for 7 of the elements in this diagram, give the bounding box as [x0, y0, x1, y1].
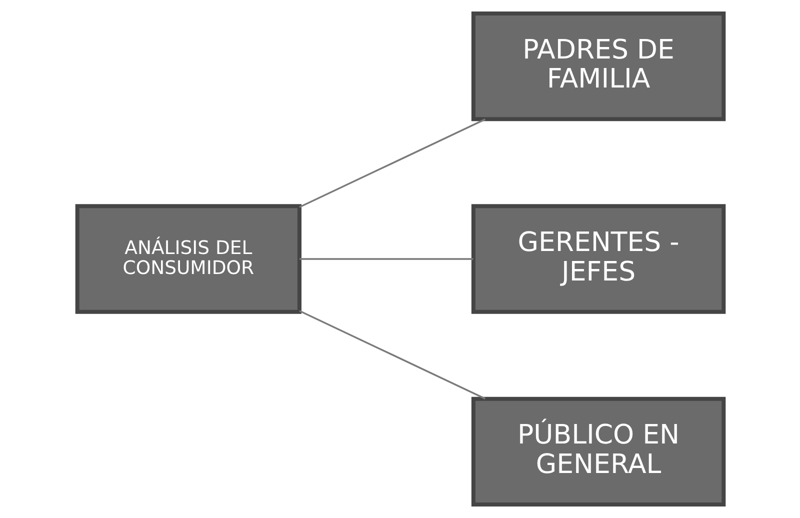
connector	[298, 310, 486, 400]
node-box: ANÁLISIS DEL CONSUMIDOR	[74, 204, 301, 314]
node-box: PADRES DE FAMILIA	[470, 11, 726, 122]
node-box: GERENTES - JEFES	[470, 204, 726, 314]
connector	[298, 258, 473, 260]
node-box: PÚBLICO EN GENERAL	[470, 396, 726, 507]
connector	[298, 118, 486, 208]
